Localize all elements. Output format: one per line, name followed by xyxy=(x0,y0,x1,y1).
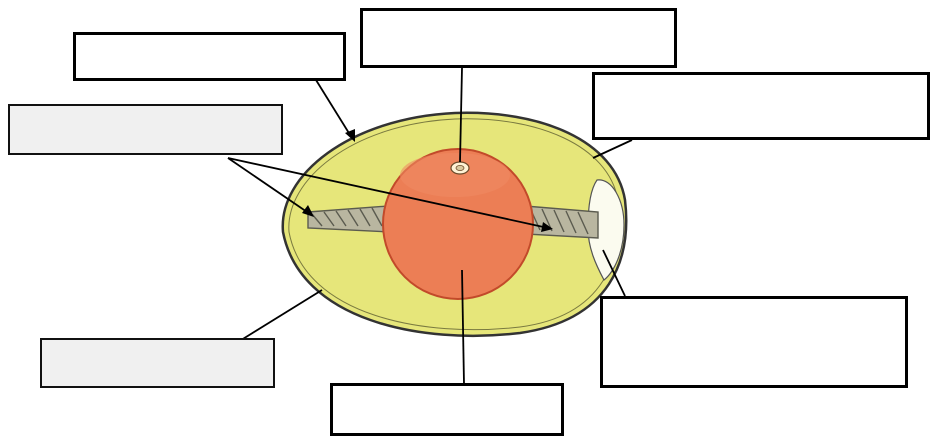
label-box-shell-membrane[interactable] xyxy=(592,72,930,140)
leader-yolk xyxy=(461,269,465,385)
label-box-germinal-disc[interactable] xyxy=(360,8,677,68)
chalaza-right xyxy=(524,205,599,239)
arrowhead-chalaza-left xyxy=(302,205,314,217)
leader-albumen xyxy=(237,289,323,343)
arrowhead-shell xyxy=(345,129,355,142)
leader-shell-membrane xyxy=(592,139,633,159)
label-box-air-cell[interactable] xyxy=(600,296,908,388)
label-box-albumen[interactable] xyxy=(40,338,275,388)
leader-air-cell xyxy=(602,249,626,297)
yolk-highlight xyxy=(400,153,510,197)
label-box-shell[interactable] xyxy=(73,32,346,81)
leader-lines xyxy=(227,67,633,385)
label-box-chalazae[interactable] xyxy=(8,104,283,155)
arrowheads xyxy=(302,129,553,232)
germinal-disc xyxy=(450,161,470,175)
label-box-yolk[interactable] xyxy=(330,383,564,436)
leader-germinal-disc xyxy=(459,67,463,163)
leader-shell xyxy=(315,79,353,139)
leader-chalaza-right xyxy=(227,157,549,229)
arrowhead-chalaza-right xyxy=(541,222,553,232)
leader-chalaza-left xyxy=(227,157,311,215)
